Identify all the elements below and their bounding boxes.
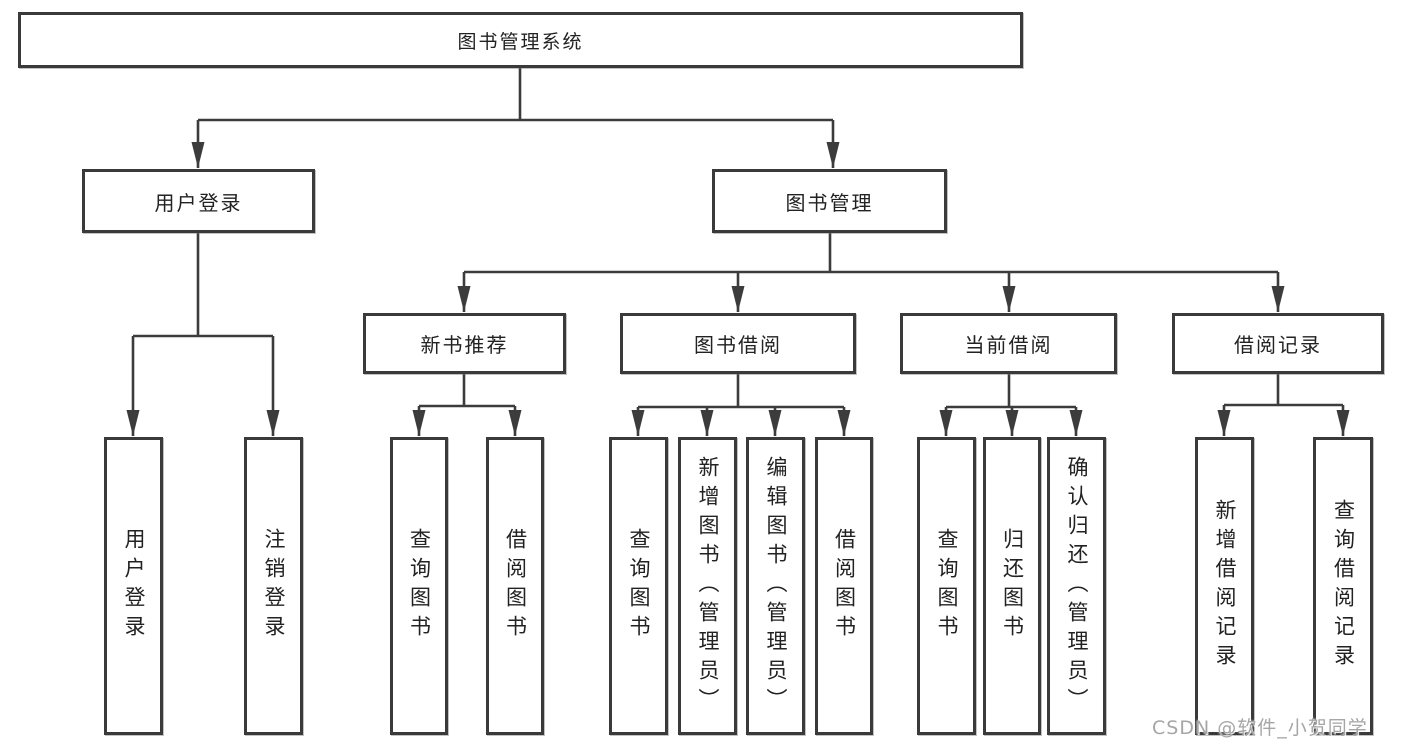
node-cb-query-books-label: 查询图书 xyxy=(935,528,959,644)
node-user-login-leaf-label: 用户登录 xyxy=(122,528,146,644)
node-cb-return-books: 归还图书 xyxy=(983,437,1041,735)
node-bb-edit-books-admin: 编辑图书（管理员） xyxy=(746,437,805,735)
node-nbr-query-books-label: 查询图书 xyxy=(407,528,432,644)
node-borrowing-records: 借阅记录 xyxy=(1172,313,1384,374)
node-br-query-record: 查询借阅记录 xyxy=(1313,437,1373,735)
node-bb-borrow-books-label: 借阅图书 xyxy=(832,528,857,644)
node-cb-return-books-label: 归还图书 xyxy=(1000,528,1025,644)
node-logout-label: 注销登录 xyxy=(262,528,286,644)
node-nbr-query-books: 查询图书 xyxy=(390,437,448,735)
node-user-login: 用户登录 xyxy=(82,169,315,233)
node-br-add-record: 新增借阅记录 xyxy=(1195,437,1254,735)
node-current-borrowing: 当前借阅 xyxy=(900,313,1117,374)
node-bb-borrow-books: 借阅图书 xyxy=(815,437,873,735)
node-bb-add-books-admin-label: 新增图书（管理员） xyxy=(696,455,720,717)
node-cb-query-books: 查询图书 xyxy=(917,437,976,735)
node-br-query-record-label: 查询借阅记录 xyxy=(1331,499,1356,673)
node-bb-add-books-admin: 新增图书（管理员） xyxy=(678,437,737,735)
node-new-book-recommend: 新书推荐 xyxy=(363,313,566,374)
node-book-borrowing: 图书借阅 xyxy=(620,313,856,374)
node-bb-edit-books-admin-label: 编辑图书（管理员） xyxy=(764,455,788,717)
node-br-add-record-label: 新增借阅记录 xyxy=(1213,499,1237,673)
node-nbr-borrow-books-label: 借阅图书 xyxy=(503,528,528,644)
csdn-watermark: CSDN @软件_小贺同学 xyxy=(1152,717,1368,739)
node-cb-confirm-return-admin-label: 确认归还（管理员） xyxy=(1065,455,1089,717)
node-logout: 注销登录 xyxy=(244,437,303,735)
node-book-management: 图书管理 xyxy=(712,169,947,233)
node-user-login-leaf: 用户登录 xyxy=(104,437,163,735)
node-bb-query-books: 查询图书 xyxy=(609,437,668,735)
node-nbr-borrow-books: 借阅图书 xyxy=(486,437,544,735)
node-cb-confirm-return-admin: 确认归还（管理员） xyxy=(1047,437,1106,735)
node-library-system: 图书管理系统 xyxy=(18,12,1023,68)
node-bb-query-books-label: 查询图书 xyxy=(627,528,651,644)
